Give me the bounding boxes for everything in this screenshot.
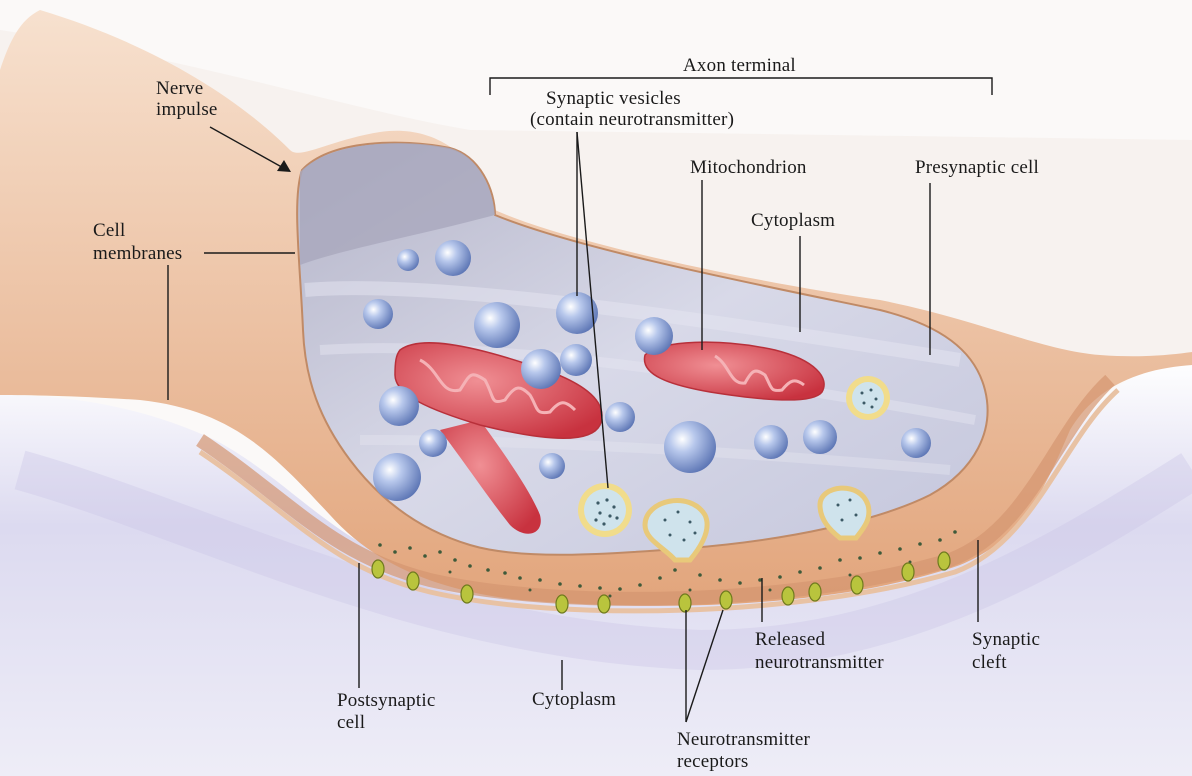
- label-postsynaptic-cell-line2: cell: [337, 712, 365, 734]
- label-released-neurotransmitter-line1: Released: [755, 629, 825, 651]
- label-nerve-impulse-line2: impulse: [156, 99, 218, 121]
- label-cell-membranes-line1: Cell: [93, 220, 125, 242]
- label-released-neurotransmitter-line2: neurotransmitter: [755, 652, 884, 674]
- label-postsynaptic-cell-line1: Postsynaptic: [337, 690, 435, 712]
- label-presynaptic-cell: Presynaptic cell: [915, 157, 1039, 179]
- label-neurotransmitter-receptors-line1: Neurotransmitter: [677, 729, 810, 751]
- label-synaptic-vesicles-line1: Synaptic vesicles: [546, 88, 681, 110]
- label-synaptic-cleft-line2: cleft: [972, 652, 1007, 674]
- label-synaptic-vesicles-line2: (contain neurotransmitter): [530, 109, 734, 131]
- label-cytoplasm-bottom: Cytoplasm: [532, 689, 616, 711]
- label-mitochondrion: Mitochondrion: [690, 157, 807, 179]
- label-nerve-impulse-line1: Nerve: [156, 78, 203, 100]
- label-cell-membranes-line2: membranes: [93, 243, 182, 265]
- label-axon-terminal: Axon terminal: [683, 55, 796, 77]
- label-neurotransmitter-receptors-line2: receptors: [677, 751, 748, 773]
- label-cytoplasm-top: Cytoplasm: [751, 210, 835, 232]
- label-synaptic-cleft-line1: Synaptic: [972, 629, 1040, 651]
